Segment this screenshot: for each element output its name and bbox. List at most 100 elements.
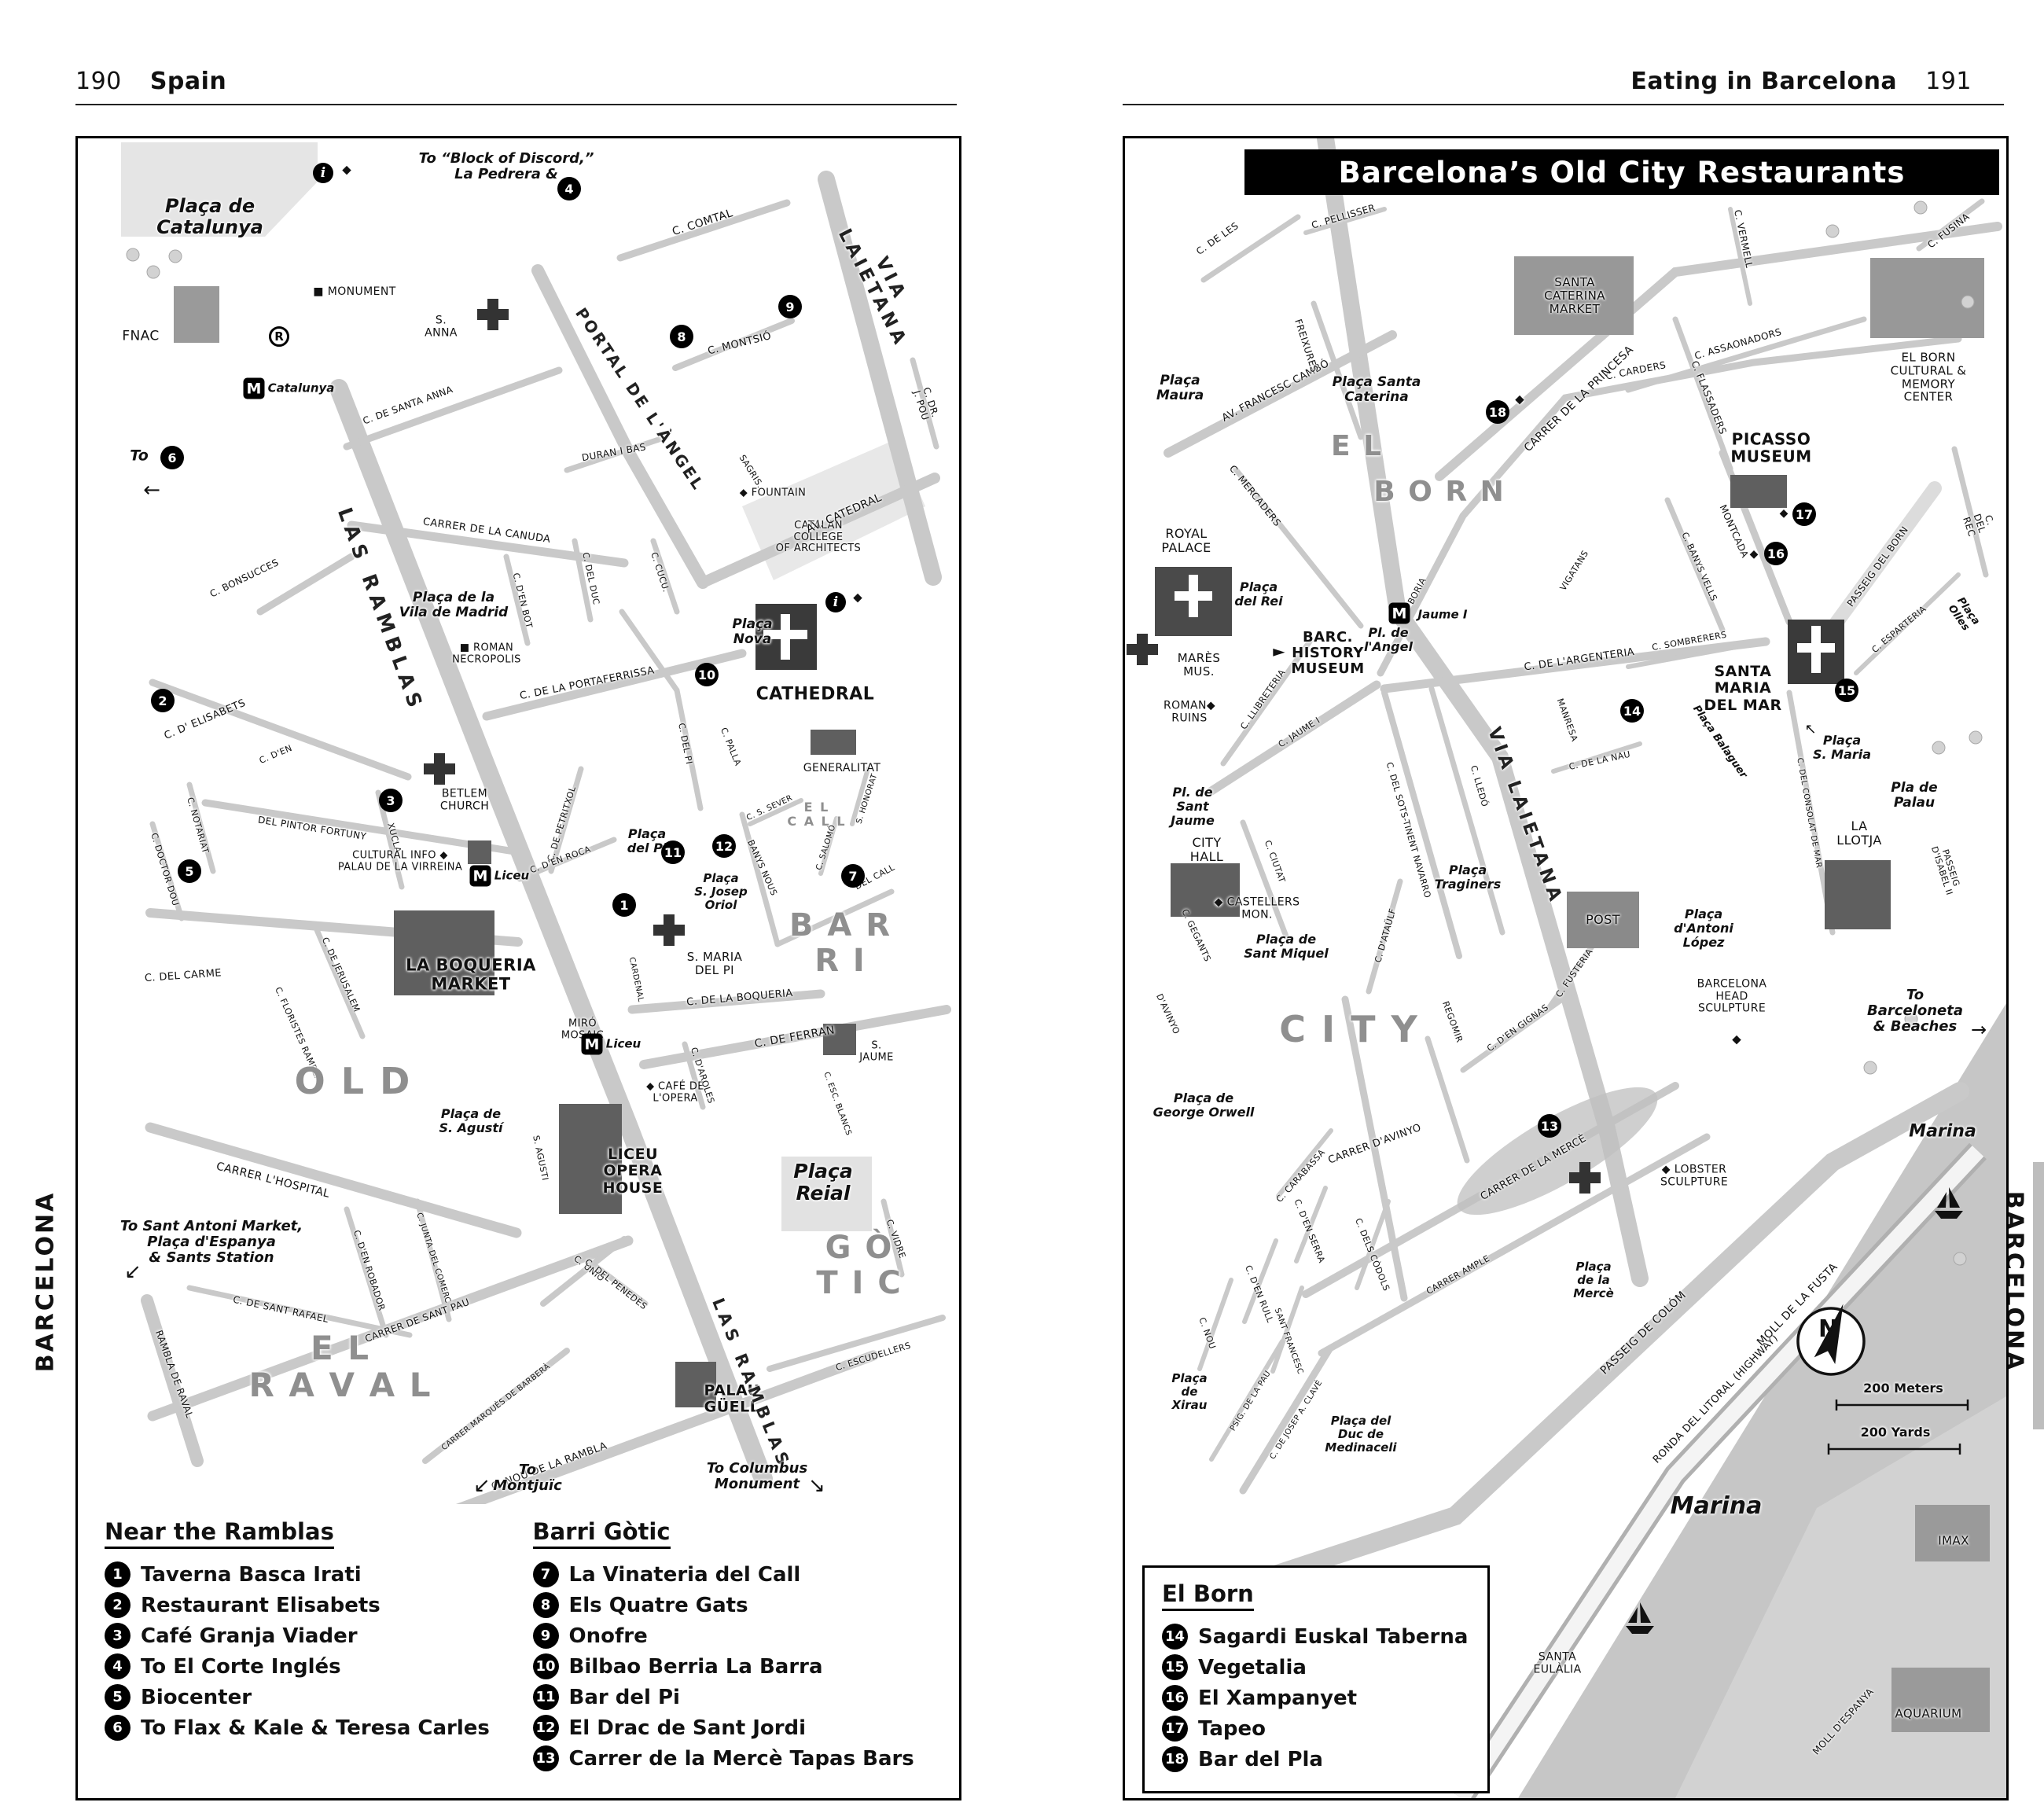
legend-item-label: Bar del Pi	[568, 1685, 680, 1709]
legend-item[interactable]: 3 Café Granja Viader	[105, 1623, 505, 1649]
place-label: Plaça del Duc de Medinaceli	[1325, 1413, 1397, 1455]
metro-icon: M	[469, 865, 491, 887]
place-label: Plaça S. Josep Oriol	[694, 870, 748, 912]
compass-rose: N	[1796, 1304, 1866, 1376]
map-marker-10[interactable]: 10	[695, 663, 719, 686]
page-header-right: Eating in Barcelona 191	[1630, 68, 1972, 95]
legend-marker: 12	[532, 1715, 559, 1741]
map-marker-15[interactable]: 15	[1835, 679, 1858, 702]
map-marker-17[interactable]: 17	[1792, 502, 1816, 526]
legend-marker: 3	[105, 1623, 131, 1649]
section-title-right: Eating in Barcelona	[1630, 68, 1898, 95]
landmark-label: LICEU OPERA HOUSE	[602, 1146, 664, 1197]
map-marker-12[interactable]: 12	[712, 834, 736, 858]
tourist-info-icon: i	[825, 592, 846, 612]
map-marker-7[interactable]: 7	[841, 864, 865, 888]
scale-bar	[1827, 1400, 1969, 1455]
street-label: CULTURAL INFO ◆ PALAU DE LA VIRREINA	[337, 849, 463, 873]
metro-station-label: Liceu	[605, 1036, 642, 1051]
map-symbol: ↘	[808, 1473, 825, 1498]
metro-station-label: Catalunya	[267, 381, 335, 395]
legend-marker: 18	[1162, 1746, 1188, 1772]
legend-item[interactable]: 6 To Flax & Kale & Teresa Carles	[105, 1715, 505, 1741]
map-symbol: ◆	[1732, 1032, 1741, 1046]
place-label: Plaça de la Mercè	[1573, 1259, 1614, 1300]
legend-item-label: To Flax & Kale & Teresa Carles	[141, 1716, 490, 1740]
side-tab-barcelona-left: BARCELONA	[31, 1190, 60, 1373]
legend-item-label: El Drac de Sant Jordi	[568, 1716, 807, 1740]
legend-marker: 7	[532, 1561, 559, 1587]
legend-item-label: Carrer de la Mercè Tapas Bars	[568, 1746, 914, 1771]
street-network	[1163, 138, 2002, 1618]
map-marker-2[interactable]: 2	[151, 689, 175, 712]
map-marker-9[interactable]: 9	[778, 295, 802, 318]
place-label: Plaça de George Orwell	[1153, 1091, 1255, 1120]
legend-marker: 5	[105, 1684, 131, 1710]
legend-item-label: Sagardi Euskal Taberna	[1198, 1624, 1469, 1649]
street-label: AQUARIUM	[1895, 1706, 1962, 1721]
district-label: B A R R I	[789, 907, 892, 979]
map-marker-8[interactable]: 8	[670, 325, 693, 348]
legend-title: Near the Ramblas	[105, 1518, 334, 1549]
legend-marker: 6	[105, 1715, 131, 1741]
district-label: O L D	[294, 1060, 412, 1103]
legend-marker: 1	[105, 1561, 131, 1587]
place-label: Plaça de Catalunya	[156, 195, 263, 238]
direction-note: To Sant Antoni Market, Plaça d'Espanya &…	[119, 1217, 303, 1267]
map-marker-3[interactable]: 3	[379, 789, 403, 812]
map-marker-14[interactable]: 14	[1620, 699, 1644, 723]
landmark-label: LA BOQUERIA MARKET	[406, 955, 536, 993]
street-label: ■ ROMAN NECROPOLIS	[452, 642, 521, 665]
district-label: E L C A L L	[787, 800, 847, 829]
map-marker-16[interactable]: 16	[1764, 542, 1788, 565]
street-label: EL BORN CULTURAL & MEMORY CENTER	[1890, 350, 1967, 404]
street-label: SANTA EULÀLIA	[1533, 1650, 1582, 1675]
district-label: B O R N	[1373, 475, 1505, 508]
district-label: G Ò T I C	[816, 1230, 903, 1301]
map-marker-4[interactable]: 4	[557, 177, 581, 200]
map-marker-5[interactable]: 5	[178, 859, 201, 883]
street-label: S. JAUME	[859, 1039, 894, 1063]
map-symbol: →	[1970, 1018, 1987, 1041]
street-label: ◆ CAFÉ DE L'OPERA	[646, 1080, 704, 1104]
right-map-basemap: N	[1127, 138, 2006, 1798]
place-label: Plaça Reial	[793, 1160, 853, 1205]
place-label: Plaça del Rei	[1234, 579, 1283, 609]
map-symbol: ◆	[1515, 392, 1524, 406]
map-marker-11[interactable]: 11	[661, 840, 685, 864]
street-label: GENERALITAT	[803, 762, 881, 775]
map-symbol: ←	[143, 478, 160, 502]
legend-item-label: Café Granja Viader	[141, 1624, 358, 1648]
street-label: ◆ CASTELLERS MON.	[1214, 896, 1300, 921]
map-el-born-city: N Barcelona’s Old City Restaurants El Bo…	[1123, 136, 2009, 1800]
street-label: ROYAL PALACE	[1161, 526, 1211, 555]
place-label: Plaça de Xirau	[1171, 1370, 1208, 1412]
legend-item[interactable]: 12 El Drac de Sant Jordi	[532, 1715, 933, 1741]
map-symbol: ◆	[1779, 507, 1788, 520]
map-marker-1[interactable]: 1	[612, 893, 636, 917]
street-label: ◆ LOBSTER SCULPTURE	[1660, 1163, 1729, 1188]
map-marker-18[interactable]: 18	[1486, 400, 1509, 424]
direction-note: To	[130, 447, 149, 465]
landmark-label: CATHEDRAL	[755, 684, 875, 704]
map-marker-13[interactable]: 13	[1538, 1114, 1561, 1138]
map-marker-6[interactable]: 6	[160, 446, 184, 469]
place-label: Plaça de S. Agustí	[439, 1106, 503, 1135]
metro-station-label: Jaume I	[1417, 607, 1468, 622]
